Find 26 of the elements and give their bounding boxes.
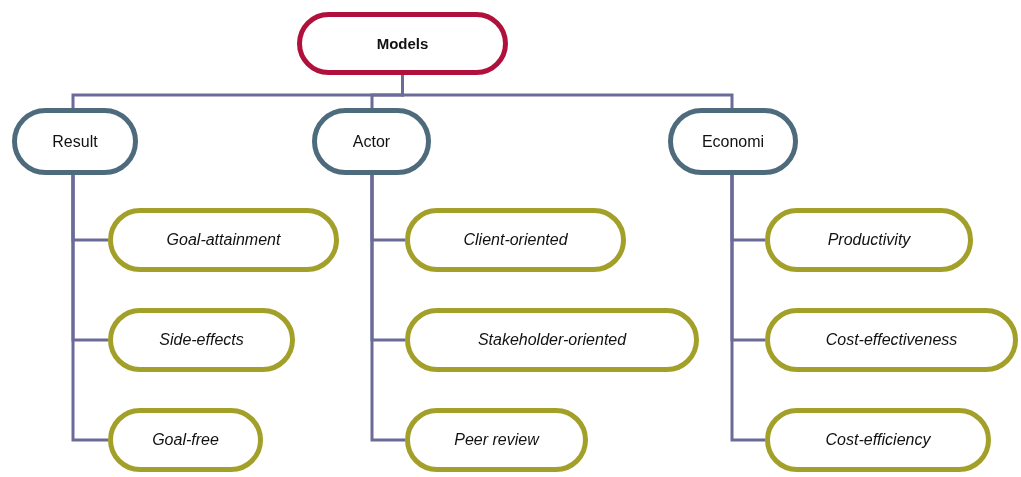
node-label: Cost-efficiency xyxy=(825,431,931,449)
node-label: Models xyxy=(376,35,429,52)
model-pill xyxy=(765,208,973,272)
node-label: Cost-effectiveness xyxy=(825,331,958,349)
connector-line xyxy=(370,175,405,442)
node-label: Client-oriented xyxy=(463,231,568,249)
model-pill xyxy=(765,408,991,472)
node-label: Stakeholder-oriented xyxy=(477,331,627,349)
model-pill xyxy=(405,408,588,472)
model-pill xyxy=(108,308,295,372)
model-pill xyxy=(405,308,699,372)
model-pill xyxy=(108,408,263,472)
node-label: Economi xyxy=(701,132,765,151)
node-label: Peer review xyxy=(454,431,539,449)
model-pill xyxy=(765,308,1018,372)
model-pill xyxy=(405,208,626,272)
model-pill xyxy=(108,208,339,272)
node-label: Side-effects xyxy=(159,331,244,349)
node-label: Result xyxy=(52,132,98,151)
node-label: Productivity xyxy=(827,231,911,249)
node-label: Actor xyxy=(352,132,391,151)
node-label: Goal-free xyxy=(152,431,219,449)
node-label: Goal-attainment xyxy=(166,231,281,249)
connector-line xyxy=(401,75,734,108)
connector-line xyxy=(71,175,108,442)
connector-line xyxy=(730,175,765,442)
